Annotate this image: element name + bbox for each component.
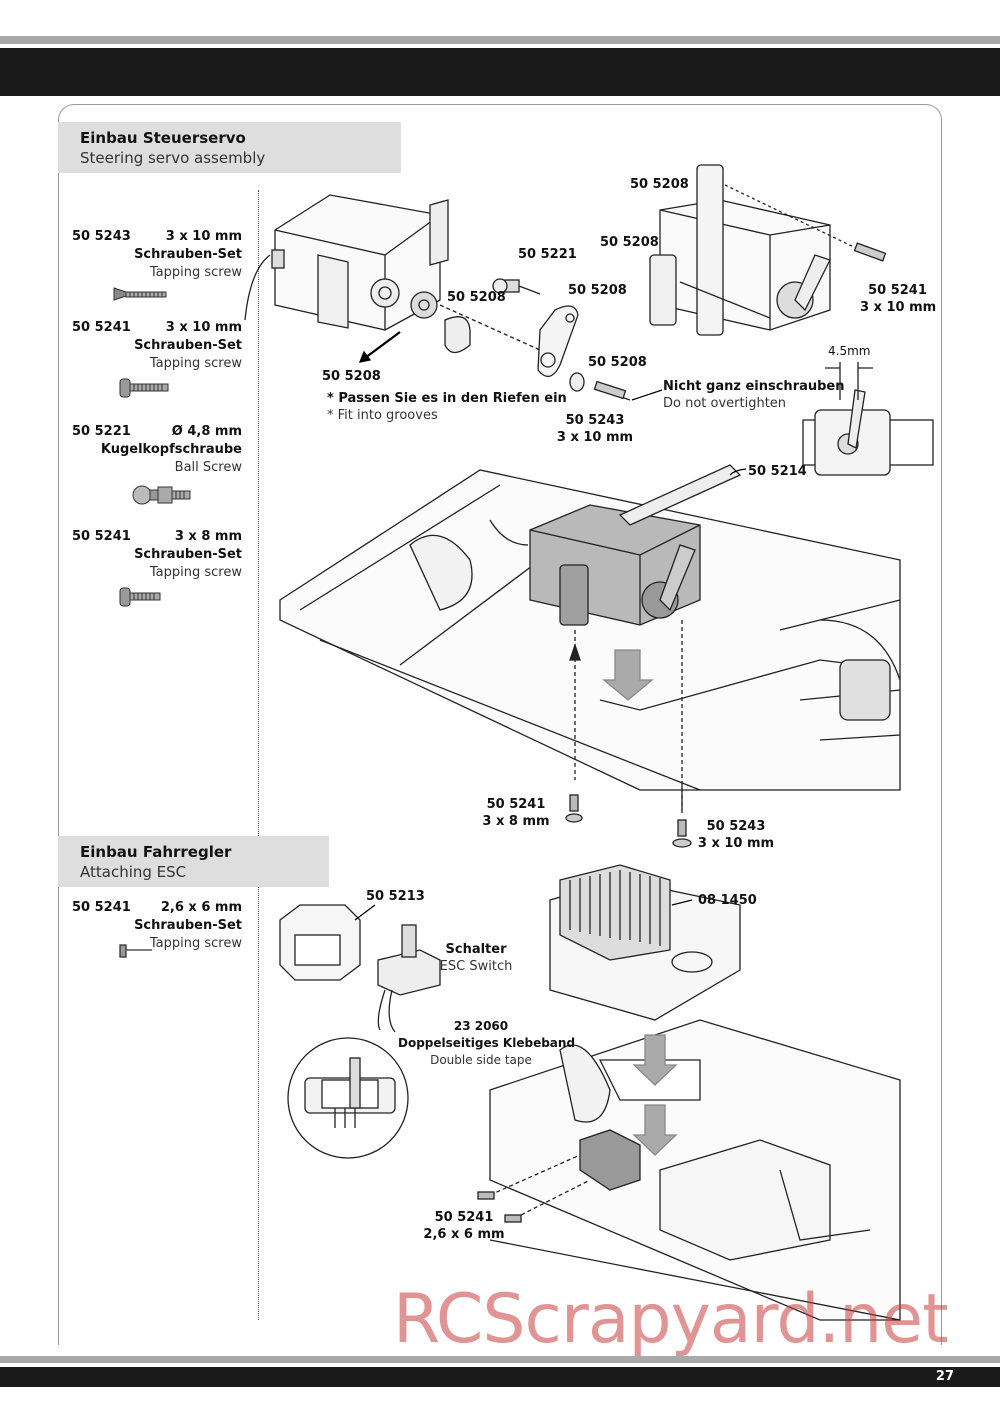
section-title-de: Einbau Fahrregler	[80, 843, 232, 861]
callout-50-5213: 50 5213	[366, 889, 425, 904]
callout-50-5241: 50 5241 3 x 8 mm	[478, 796, 554, 830]
callout-50-5243: 50 5243 3 x 10 mm	[696, 818, 776, 852]
callout-code: 50 5241	[434, 1210, 494, 1225]
callout-50-5241: 50 5241 3 x 10 mm	[860, 282, 937, 316]
tape-label: 23 2060 Doppelseitiges Klebeband Double …	[398, 1018, 575, 1069]
callout-50-5208: 50 5208	[322, 369, 381, 384]
callout-code: 50 5241	[868, 283, 927, 298]
part-desc: Ball Screw	[174, 460, 242, 475]
part-item: 50 5243 3 x 10 mm Schrauben-Set Tapping s…	[72, 228, 242, 302]
servo-horn-exploded	[492, 278, 631, 401]
callout-size: 3 x 8 mm	[482, 814, 550, 829]
callout-08-1450: 08 1450	[698, 893, 757, 908]
note-de: * Passen Sie es in den Riefen ein	[327, 391, 567, 406]
tape-code: 23 2060	[453, 1019, 509, 1033]
callout-code: 50 5243	[706, 819, 766, 834]
part-code: 50 5241	[72, 900, 131, 915]
part-item: 50 5221 Ø 4,8 mm Kugelkopfschraube Ball S…	[72, 423, 242, 509]
switch-de: Schalter	[445, 942, 507, 957]
pan-head-screw-icon	[119, 378, 169, 398]
callout-50-5208: 50 5208	[600, 235, 659, 250]
callout-50-5208: 50 5208	[588, 355, 647, 370]
callout-50-5208: 50 5208	[630, 177, 689, 192]
part-size: 3 x 10 mm	[165, 320, 242, 335]
part-desc: Tapping screw	[149, 565, 242, 580]
callout-50-5208: 50 5208	[447, 290, 506, 305]
callout-size: 3 x 10 mm	[860, 300, 937, 315]
bottom-stripe	[0, 1356, 1000, 1363]
part-size: 3 x 10 mm	[165, 229, 242, 244]
section-header-esc: Einbau Fahrregler Attaching ESC	[58, 836, 329, 887]
section-title-de: Einbau Steuerservo	[80, 129, 246, 147]
part-item: 50 5241 3 x 10 mm Schrauben-Set Tapping s…	[72, 319, 242, 399]
callout-50-5221: 50 5221	[518, 247, 577, 262]
servo-assembled	[649, 164, 887, 336]
part-name: Schrauben-Set	[134, 547, 242, 562]
tape-de: Doppelseitiges Klebeband	[398, 1036, 576, 1050]
page-number: 27	[935, 1369, 954, 1384]
part-code: 50 5221	[72, 424, 131, 439]
footer-bar	[0, 1367, 1000, 1387]
tape-en: Double side tape	[430, 1053, 532, 1067]
callout-50-5241: 50 5241 2,6 x 6 mm	[422, 1209, 506, 1243]
top-stripe	[0, 36, 1000, 44]
part-desc: Tapping screw	[149, 356, 242, 371]
switch-label: Schalter ESC Switch	[432, 941, 520, 975]
part-size: 2,6 x 6 mm	[160, 900, 242, 915]
callout-50-5214: 50 5214	[748, 464, 807, 479]
part-name: Schrauben-Set	[134, 338, 242, 353]
chassis-esc-view	[477, 864, 901, 1321]
content-frame	[58, 104, 942, 1345]
part-desc: Tapping screw	[149, 265, 242, 280]
header-bar	[0, 48, 1000, 96]
switch-en: ESC Switch	[439, 959, 513, 974]
callout-50-5208: 50 5208	[568, 283, 627, 298]
section-title-en: Steering servo assembly	[80, 149, 266, 167]
note-grooves: * Passen Sie es in den Riefen ein * Fit …	[327, 390, 567, 424]
horn-dimension-inset	[802, 362, 934, 476]
part-item: 50 5241 3 x 8 mm Schrauben-Set Tapping sc…	[72, 528, 242, 608]
part-code: 50 5243	[72, 229, 131, 244]
countersunk-screw-icon	[113, 287, 167, 301]
dimension-label: 4.5mm	[828, 344, 871, 358]
section-header-servo: Einbau Steuerservo Steering servo assemb…	[58, 122, 401, 173]
part-item: 50 5241 2,6 x 6 mm Schrauben-Set Tapping …	[72, 899, 242, 953]
column-divider	[258, 190, 259, 1320]
watermark: RCScrapyard.net	[393, 1280, 949, 1359]
warn-en: Do not overtighten	[663, 396, 787, 411]
part-name: Kugelkopfschraube	[100, 442, 242, 457]
part-size: Ø 4,8 mm	[171, 424, 242, 439]
chassis-servo-view	[279, 464, 901, 848]
part-code: 50 5241	[72, 320, 131, 335]
callout-size: 3 x 10 mm	[556, 430, 634, 445]
part-size: 3 x 8 mm	[174, 529, 242, 544]
switch-exploded	[279, 904, 441, 1033]
callout-size: 3 x 10 mm	[697, 836, 775, 851]
ball-screw-icon	[132, 485, 191, 505]
section-title-en: Attaching ESC	[80, 863, 187, 881]
part-name: Schrauben-Set	[134, 918, 242, 933]
callout-code: 50 5241	[486, 797, 546, 812]
callout-code: 50 5243	[565, 413, 625, 428]
note-en: * Fit into grooves	[327, 408, 438, 423]
part-desc: Tapping screw	[149, 936, 242, 951]
switch-closeup	[287, 1037, 409, 1159]
part-name: Schrauben-Set	[134, 247, 242, 262]
callout-50-5243: 50 5243 3 x 10 mm	[555, 412, 635, 446]
callout-size: 2,6 x 6 mm	[423, 1227, 505, 1242]
warn-de: Nicht ganz einschrauben	[663, 379, 845, 394]
servo-exploded	[244, 194, 541, 354]
note-overtighten: Nicht ganz einschrauben Do not overtight…	[663, 378, 845, 412]
part-code: 50 5241	[72, 529, 131, 544]
pan-head-screw-icon	[119, 587, 161, 607]
